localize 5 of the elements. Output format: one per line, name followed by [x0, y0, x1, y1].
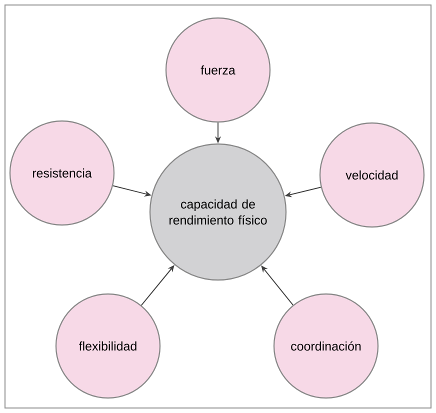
circle-node: flexibilidad — [55, 293, 161, 399]
circle-node: velocidad — [319, 122, 425, 228]
circle-node: coordinación — [273, 293, 379, 399]
circle-node: fuerza — [165, 17, 271, 123]
circle-node: resistencia — [9, 120, 115, 226]
